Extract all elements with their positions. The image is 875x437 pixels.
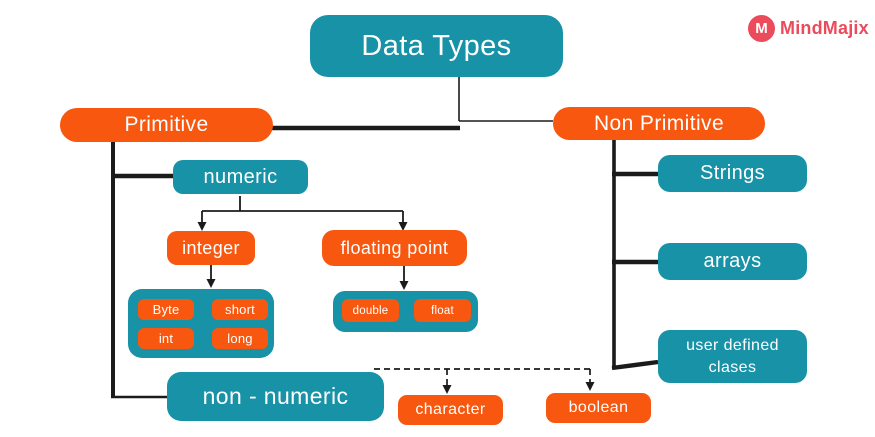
arrowhead-floating (398, 222, 408, 231)
node-data-types: Data Types (310, 15, 563, 77)
arrowhead-integer (197, 222, 207, 231)
node-numeric: numeric (173, 160, 308, 194)
node-non-numeric: non - numeric (167, 372, 384, 421)
mindmajix-monogram-icon: M (748, 15, 775, 42)
node-int: int (138, 328, 194, 349)
node-float: float (414, 299, 471, 322)
connector-to-user-defined (611, 359, 659, 371)
node-long: long (212, 328, 268, 349)
node-short: short (212, 299, 268, 320)
node-strings: Strings (658, 155, 807, 192)
node-character: character (398, 395, 503, 425)
arrowhead-integer-types (206, 279, 216, 288)
node-double: double (342, 299, 399, 322)
node-boolean: boolean (546, 393, 651, 423)
arrowhead-character (442, 385, 452, 394)
node-arrays: arrays (658, 243, 807, 280)
node-byte: Byte (138, 299, 194, 320)
node-integer: integer (167, 231, 255, 265)
node-floating-point: floating point (322, 230, 467, 266)
node-user-defined-classes: user defined clases (658, 330, 807, 383)
brand-name: MindMajix (780, 18, 869, 38)
arrowhead-floating-types (399, 281, 409, 290)
arrowhead-boolean (585, 382, 595, 391)
node-primitive: Primitive (60, 108, 273, 142)
brand-logo: M MindMajix (748, 15, 869, 42)
node-non-primitive: Non Primitive (553, 107, 765, 140)
